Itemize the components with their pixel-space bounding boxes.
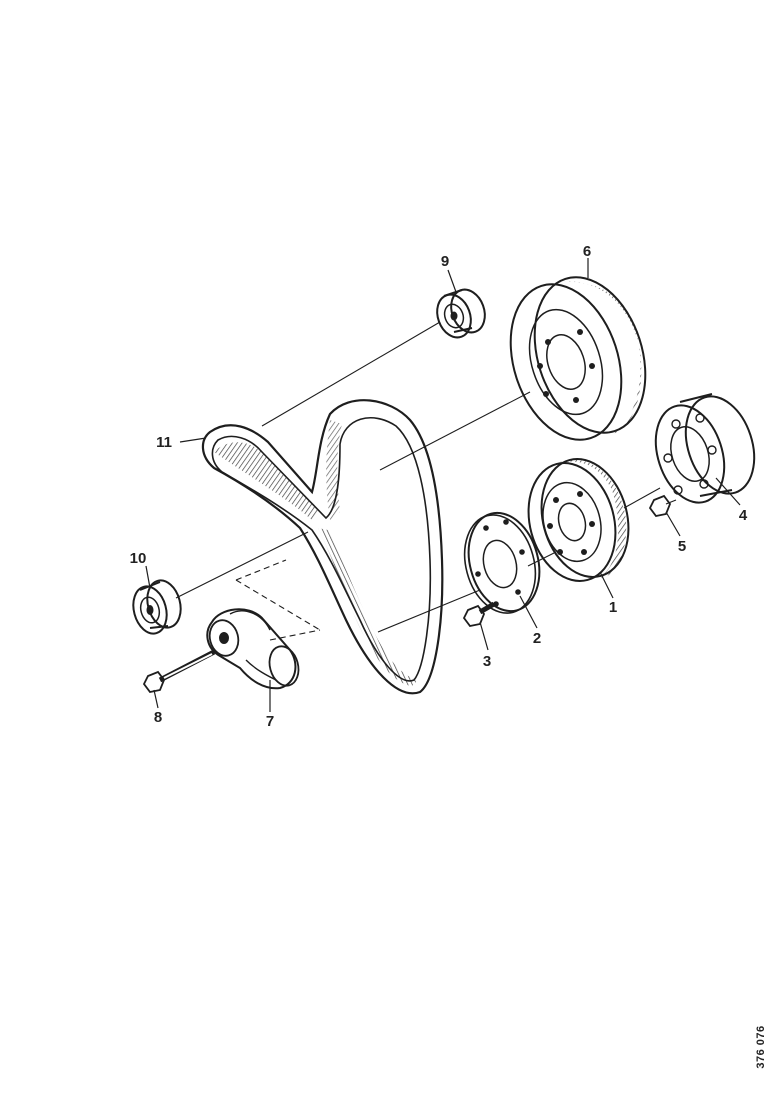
part-label-9: 9 [441,253,449,270]
tensioner-bolt-drawing [142,649,216,693]
part-label-2: 2 [533,630,541,647]
part-label-8: 8 [154,709,162,726]
assembly-lines [175,321,677,641]
part-label-11: 11 [156,434,172,451]
reference-code: 376 076 [744,1012,778,1082]
damper-plate-drawing [463,511,541,614]
alternator-bolt-drawing [648,494,672,517]
drive-belt-drawing [201,399,444,695]
part-label-6: 6 [583,243,591,260]
part-labels: 1 2 3 4 5 6 7 8 9 10 11 [130,243,748,730]
leader-lines [145,258,741,712]
reference-code-text: 376 076 [755,1025,767,1069]
belt-tensioner-drawing [206,608,300,690]
part-label-3: 3 [483,653,491,670]
idler-pulley-lower-drawing [132,579,182,635]
part-label-4: 4 [739,507,748,524]
part-label-10: 10 [130,550,147,567]
alternator-pulley-drawing [654,393,756,504]
part-label-7: 7 [266,713,274,730]
part-label-5: 5 [678,538,686,555]
idler-pulley-upper-drawing [436,288,486,339]
pulley-bolt-drawing [462,601,496,627]
large-pulley-drawing [509,276,647,441]
part-label-1: 1 [609,599,617,616]
